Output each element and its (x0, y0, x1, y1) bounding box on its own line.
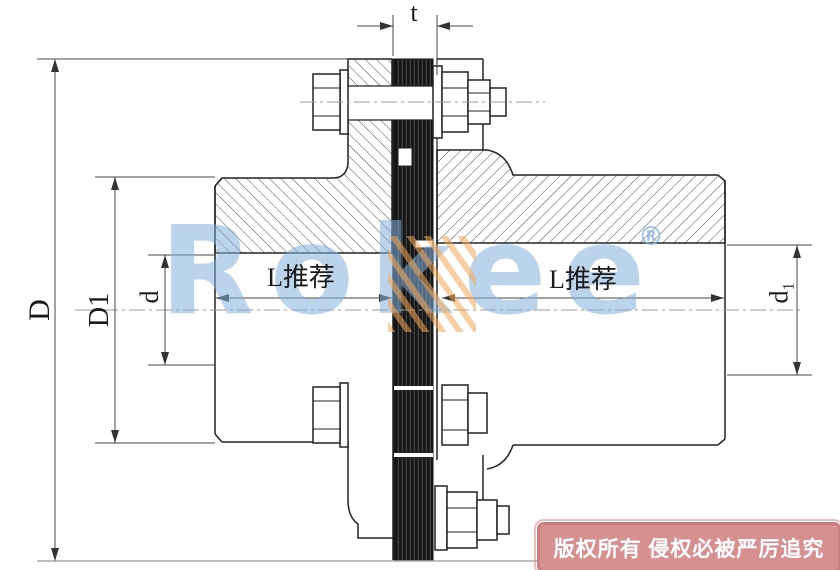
dim-label-L-right: L推荐 (549, 265, 617, 294)
bottom-nut-assembly (434, 485, 510, 551)
dim-label-D1: D1 (84, 292, 115, 328)
dimension-arrows (51, 22, 801, 561)
copyright-banner: 版权所有 侵权必被严厉追究 (534, 519, 840, 570)
copyright-text: 版权所有 侵权必被严厉追究 (553, 537, 825, 561)
dim-label-D: D (23, 299, 56, 321)
dim-label-t: t (410, 0, 418, 27)
dim-label-d1-subscript: 1 (780, 282, 798, 291)
dim-label-d1-base: d (764, 290, 794, 304)
dim-label-d1: d1 (764, 282, 798, 304)
dim-label-L-left: L推荐 (267, 263, 335, 292)
mid-bolt-assembly (312, 382, 488, 448)
top-bolt-shank (348, 85, 442, 121)
left-hub-section (214, 58, 393, 254)
dim-label-d: d (135, 290, 164, 304)
